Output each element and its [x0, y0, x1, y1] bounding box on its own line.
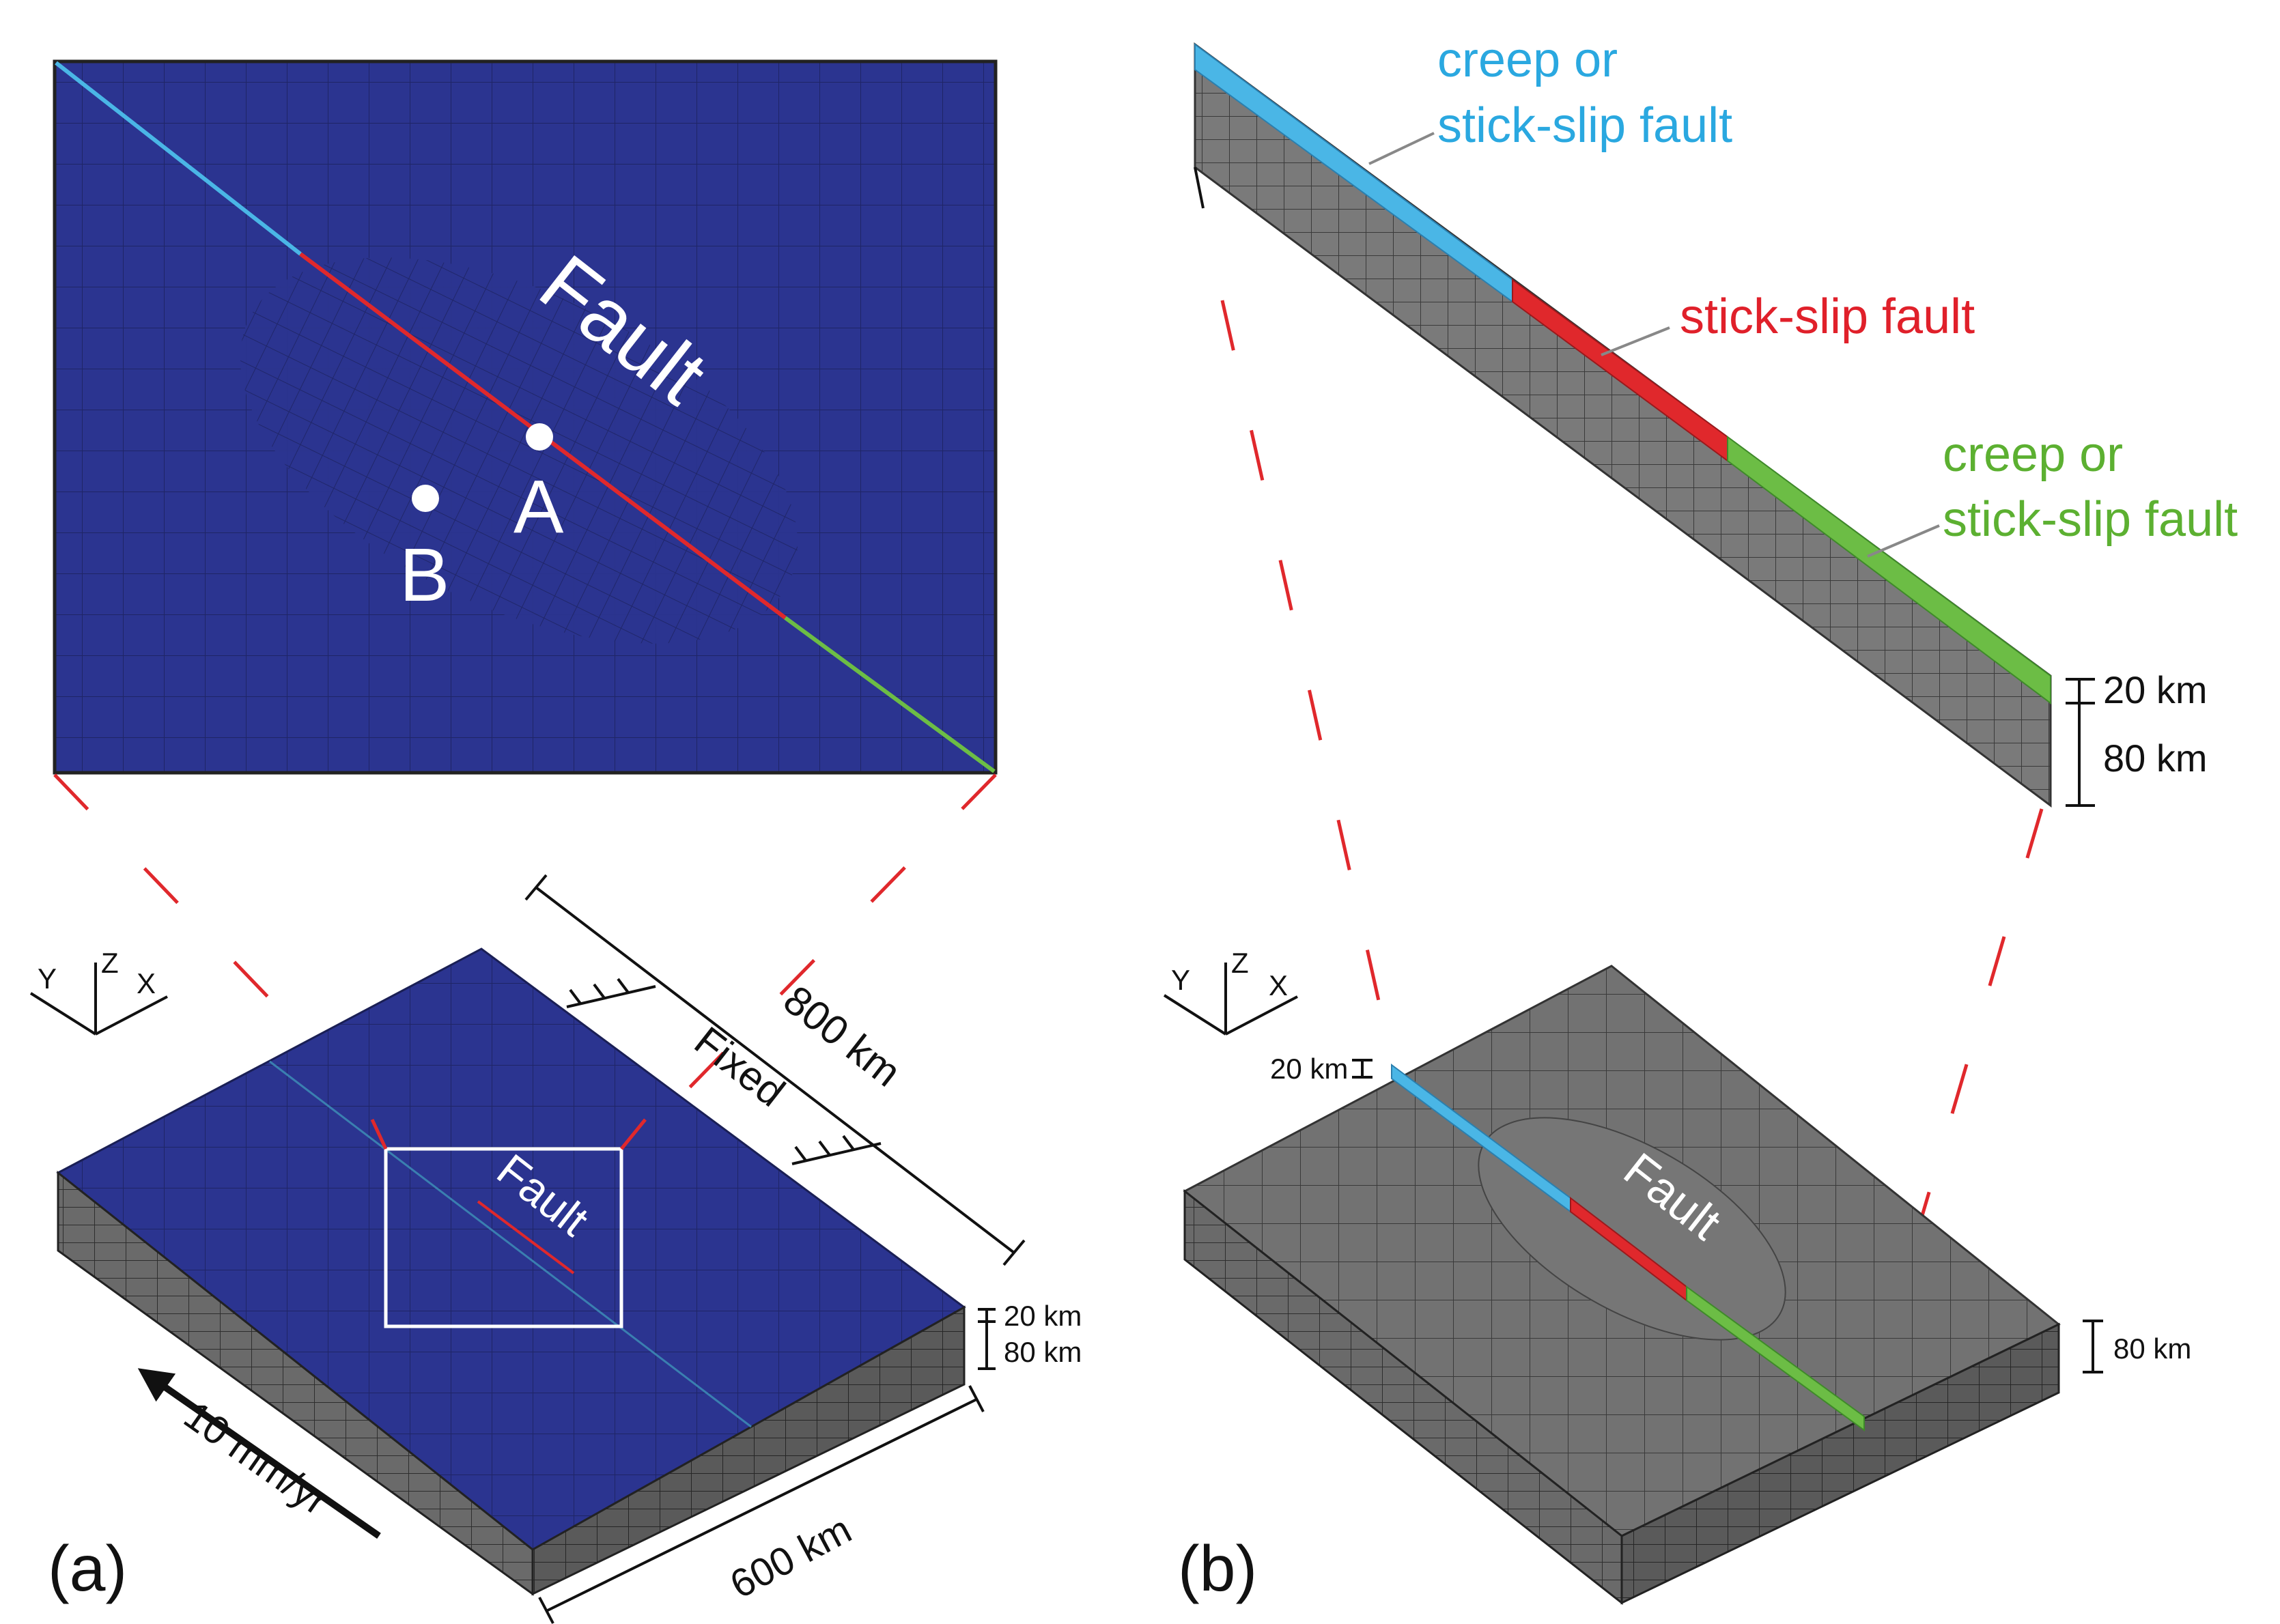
inset-fault-green-segment: [784, 616, 996, 773]
point-b-marker: [412, 485, 439, 512]
axis-y-label-a: Y: [38, 963, 57, 995]
upper-segment-label-line1: creep or: [1437, 33, 1618, 87]
block-a-zoom-box: [384, 1147, 623, 1328]
block-a-right-side: [531, 1305, 966, 1596]
segment-leader-lines: [1368, 132, 1940, 558]
inset-map-view: Fault A B: [53, 59, 998, 775]
fixed-label: Fixed: [686, 1018, 793, 1115]
block-a-fault-trace: [269, 1060, 752, 1428]
point-a-marker: [526, 423, 553, 451]
panel-a-label: (a): [48, 1533, 127, 1605]
panel-a: Fault A B Y Z X Fault: [29, 59, 1082, 1624]
section-bottom-label: 80 km: [2103, 737, 2208, 780]
width-label: 600 km: [723, 1507, 858, 1608]
block-top-label: 20 km: [1270, 1053, 1348, 1085]
panel-b-label: (b): [1178, 1533, 1257, 1605]
block-b-right-side: [1620, 1322, 2060, 1605]
length-label: 800 km: [775, 977, 909, 1096]
block-bottom-label: 80 km: [2113, 1333, 2191, 1365]
axes-icon-a: [29, 963, 168, 1036]
block-a: Fault: [56, 948, 966, 1596]
inset-fault-cyan-segment: [55, 61, 302, 256]
length-dimension: [524, 874, 1026, 1266]
point-a-label: A: [513, 465, 564, 549]
axis-x-label-a: X: [137, 967, 156, 999]
fixed-boundary-marks: [566, 978, 882, 1165]
section-thickness-bars: [2066, 678, 2095, 807]
point-b-label: B: [399, 533, 449, 617]
fault-section: [1194, 42, 2052, 808]
zoom-lines-b: [1220, 300, 2044, 1414]
panel-b: creep or stick-slip fault stick-slip fau…: [1163, 33, 2238, 1606]
middle-segment-label: stick-slip fault: [1680, 289, 1975, 344]
block-b-thickness-top: [1352, 1059, 1373, 1079]
upper-segment-label-line2: stick-slip fault: [1437, 98, 1732, 153]
section-green-segment: [1727, 436, 2051, 705]
axis-x-label-b: X: [1269, 969, 1288, 1001]
width-dimension: [538, 1385, 985, 1624]
axes-icon-b: [1163, 963, 1298, 1036]
axis-z-label-b: Z: [1231, 947, 1249, 979]
block-b: Fault: [1183, 965, 2061, 1606]
thickness-top-label-a: 20 km: [1004, 1300, 1082, 1332]
velocity-arrow: [137, 1368, 381, 1539]
thickness-bottom-label-a: 80 km: [1004, 1336, 1082, 1368]
axis-y-label-b: Y: [1171, 964, 1190, 996]
lower-segment-label-line2: stick-slip fault: [1943, 492, 2238, 547]
section-top-label: 20 km: [2103, 668, 2208, 711]
lower-segment-label-line1: creep or: [1943, 427, 2123, 482]
block-b-green-fault: [1686, 1285, 1865, 1431]
axis-z-label-a: Z: [101, 947, 119, 979]
block-a-box-fault-segment: [477, 1200, 575, 1274]
inset-refined-mesh: [240, 257, 798, 644]
block-b-thickness-bottom: [2083, 1320, 2103, 1373]
thickness-bars-a: [978, 1308, 996, 1370]
